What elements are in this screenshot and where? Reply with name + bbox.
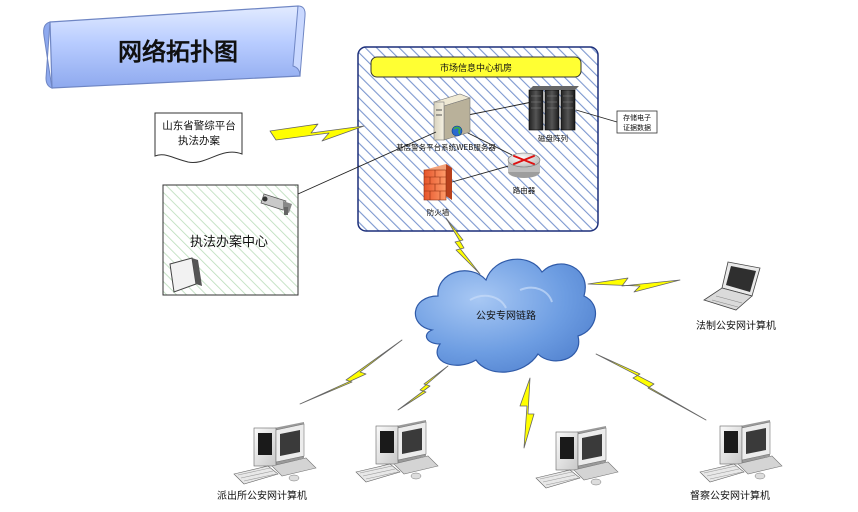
- legal-laptop-icon: [703, 261, 761, 311]
- supervision-computer-label: 督察公安网计算机: [690, 489, 770, 502]
- cloud-label: 公安专网链路: [476, 309, 536, 322]
- station-computer-icon: [233, 421, 317, 485]
- bolt-cloud-station-1: [299, 339, 403, 405]
- terminal-panel-icon: [169, 257, 202, 293]
- title-banner: 网络拓扑图: [43, 5, 306, 89]
- page-title: 网络拓扑图: [118, 38, 238, 66]
- storage-note-line1: 存储电子: [623, 113, 651, 122]
- document-line2: 执法办案: [178, 134, 220, 147]
- police-platform-document: 山东省警综平台 执法办案: [154, 112, 243, 164]
- storage-note: 存储电子 证据数据: [616, 110, 658, 134]
- disk-array-icon: [528, 86, 579, 131]
- center-label: 执法办案中心: [190, 235, 268, 250]
- supervision-computer-icon: [699, 419, 783, 483]
- firewall-icon: [423, 164, 452, 201]
- web-server-label: 基层警务平台系统WEB服务器: [396, 142, 496, 152]
- web-server-icon: [433, 93, 471, 141]
- bolt-cloud-supervision: [595, 353, 707, 421]
- disk-array-label: 磁盘阵列: [538, 133, 568, 143]
- legal-computer-label: 法制公安网计算机: [696, 319, 776, 332]
- station-computer-2-icon: [355, 419, 439, 483]
- router-icon: [507, 152, 541, 178]
- machine-room-title: 市场信息中心机房: [440, 62, 512, 74]
- bolt-document-room: [269, 123, 365, 142]
- machine-room: 市场信息中心机房 基层警务平台系统WEB服务器: [357, 46, 618, 232]
- room-links: [451, 101, 618, 183]
- bolt-cloud-legal: [587, 277, 681, 293]
- camera-icon: [260, 193, 292, 215]
- station-computer-label: 派出所公安网计算机: [217, 489, 307, 502]
- bolt-cloud-station-2: [397, 365, 449, 411]
- document-line1: 山东省警综平台: [162, 119, 236, 132]
- firewall-label: 防火墙: [427, 207, 450, 217]
- bolt-cloud-pc-3: [519, 377, 535, 449]
- computer-3-icon: [535, 425, 619, 489]
- storage-note-line2: 证据数据: [623, 123, 651, 132]
- router-label: 路由器: [513, 185, 536, 195]
- police-network-cloud: 公安专网链路: [414, 258, 597, 373]
- bolt-room-cloud: [445, 217, 481, 275]
- machine-room-title-bar: [370, 56, 582, 78]
- center-server-link: [297, 131, 437, 195]
- law-enforcement-center: 执法办案中心: [162, 184, 299, 296]
- wireless-links: [269, 123, 707, 449]
